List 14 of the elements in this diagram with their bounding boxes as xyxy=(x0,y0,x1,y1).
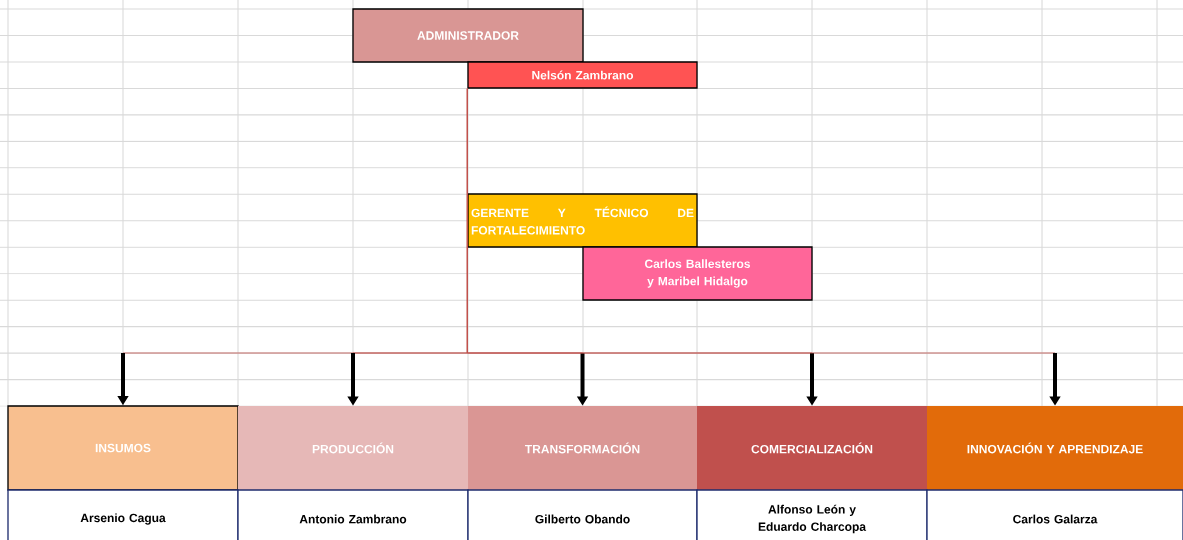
name-cell: Antonio Zambrano xyxy=(237,489,469,540)
department-box: PRODUCCIÓN xyxy=(238,406,468,490)
name-cell: Gilberto Obando xyxy=(467,489,698,540)
department-box: INSUMOS xyxy=(7,405,239,491)
title-box: GERENTE Y TÉCNICO DE FORTALECIMIENTO xyxy=(467,193,698,248)
department-box: INNOVACIÓN Y APRENDIZAJE xyxy=(927,406,1183,490)
title-box: ADMINISTRADOR xyxy=(352,8,584,63)
name-box: Carlos Ballesteros y Maribel Hidalgo xyxy=(582,246,813,301)
name-cell: Arsenio Cagua xyxy=(7,489,239,540)
name-cell: Alfonso León y Eduardo Charcopa xyxy=(696,489,928,540)
department-box: COMERCIALIZACIÓN xyxy=(697,406,927,490)
department-box: TRANSFORMACIÓN xyxy=(468,406,697,490)
name-box: Nelsón Zambrano xyxy=(467,61,698,89)
name-cell: Carlos Galarza xyxy=(926,489,1183,540)
